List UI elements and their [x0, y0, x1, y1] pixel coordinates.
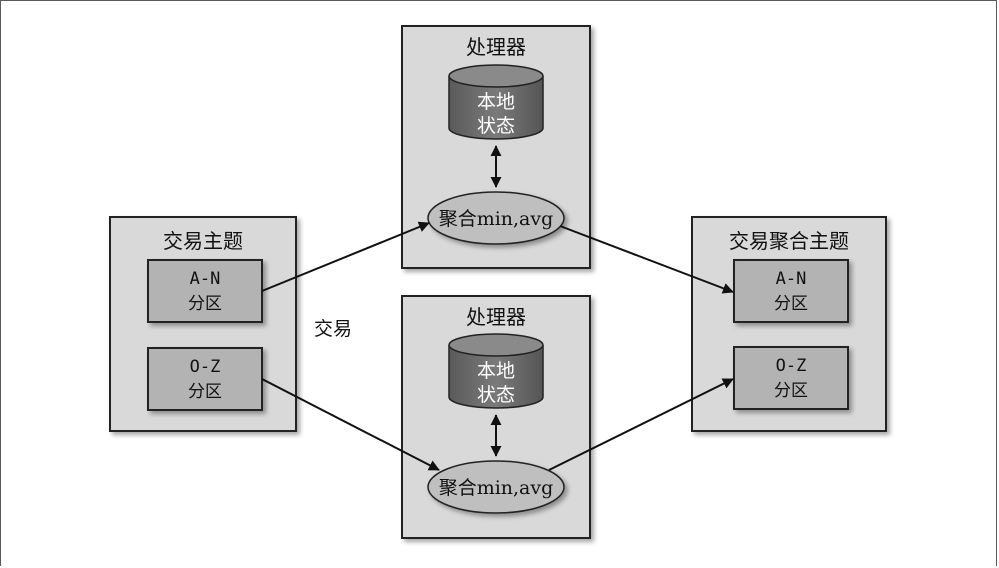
partition-label: 分区 — [774, 294, 808, 314]
edge-label-transactions: 交易 — [314, 318, 352, 340]
processor-bottom: 处理器 本地 状态 聚合min,avg — [401, 295, 591, 539]
target-partition-a-n: A-N 分区 — [733, 259, 849, 323]
flow-arrow-an-to-processor-top — [261, 221, 430, 292]
partition-id: A-N — [776, 269, 807, 289]
partition-label: 分区 — [188, 382, 222, 402]
aggregate-node: 聚合min,avg — [427, 191, 565, 245]
local-state-label-line1: 本地 — [477, 91, 515, 113]
target-partition-o-z: O-Z 分区 — [733, 346, 849, 410]
processor-title: 处理器 — [466, 305, 526, 329]
source-partition-o-z: O-Z 分区 — [147, 347, 263, 411]
source-partition-a-n: A-N 分区 — [147, 259, 263, 323]
partition-label: 分区 — [188, 294, 222, 314]
target-topic-title: 交易聚合主题 — [729, 229, 849, 253]
partition-label: 分区 — [774, 381, 808, 401]
local-state-label-line1: 本地 — [477, 360, 515, 382]
partition-id: O-Z — [190, 357, 221, 377]
partition-id: A-N — [190, 269, 221, 289]
local-state-database-icon: 本地 状态 — [448, 64, 544, 140]
processor-title: 处理器 — [466, 35, 526, 59]
aggregate-node: 聚合min,avg — [427, 460, 565, 514]
flow-arrow-processor-top-to-target-an — [559, 225, 734, 294]
processor-top: 处理器 本地 状态 聚合min,avg — [401, 25, 591, 269]
local-state-label-line2: 状态 — [477, 115, 515, 137]
target-topic: 交易聚合主题 A-N 分区 O-Z 分区 — [691, 216, 887, 432]
flow-arrow-processor-bottom-to-target-oz — [548, 378, 734, 471]
aggregate-label: 聚合min,avg — [439, 477, 554, 499]
partition-id: O-Z — [776, 356, 807, 376]
flow-arrow-oz-to-processor-bottom — [261, 378, 440, 471]
source-topic: 交易主题 A-N 分区 O-Z 分区 — [109, 216, 297, 432]
aggregate-label: 聚合min,avg — [439, 208, 554, 230]
local-state-database-icon: 本地 状态 — [448, 333, 544, 409]
source-topic-title: 交易主题 — [163, 229, 243, 253]
local-state-label-line2: 状态 — [477, 384, 515, 406]
